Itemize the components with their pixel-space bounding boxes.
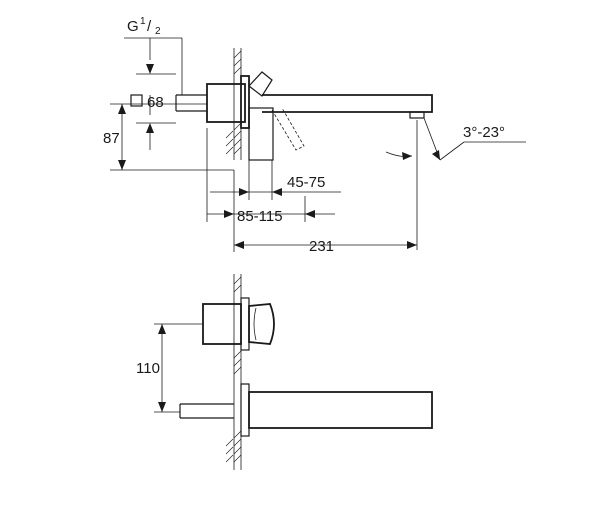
height-110-label: 110 xyxy=(136,360,160,377)
side-view: G 1 / 2 68 87 45-75 xyxy=(103,16,526,255)
square-symbol xyxy=(130,94,143,107)
handle-rosette xyxy=(240,297,250,351)
handle-lever xyxy=(248,303,275,345)
projection-231-label: 231 xyxy=(309,238,334,255)
depth-45-75-label: 45-75 xyxy=(287,174,325,191)
cover-plate xyxy=(240,75,250,129)
spout-front xyxy=(248,391,433,429)
thread-slash: / xyxy=(147,18,152,35)
thread-numerator: 1 xyxy=(140,16,146,27)
front-view: 110 xyxy=(136,274,433,470)
wall-hatching-top xyxy=(225,48,242,160)
handle-block xyxy=(202,303,242,345)
spout-aerator xyxy=(409,111,425,119)
handle-swing-position xyxy=(271,107,305,151)
handle-lever-detail xyxy=(253,307,257,341)
handle-outline xyxy=(248,71,273,97)
square-size-label: 68 xyxy=(147,94,164,111)
concealed-body xyxy=(206,83,246,123)
depth-85-115-label: 85-115 xyxy=(237,208,283,225)
spout-rosette xyxy=(240,383,250,437)
spout-body xyxy=(262,94,433,113)
lower-rosette xyxy=(248,107,274,161)
height-87-label: 87 xyxy=(103,130,120,147)
thread-denominator: 2 xyxy=(155,26,161,37)
angle-label: 3°-23° xyxy=(463,124,505,141)
thread-g-text: G xyxy=(127,18,139,35)
thread-label: G 1 / 2 xyxy=(127,16,161,37)
